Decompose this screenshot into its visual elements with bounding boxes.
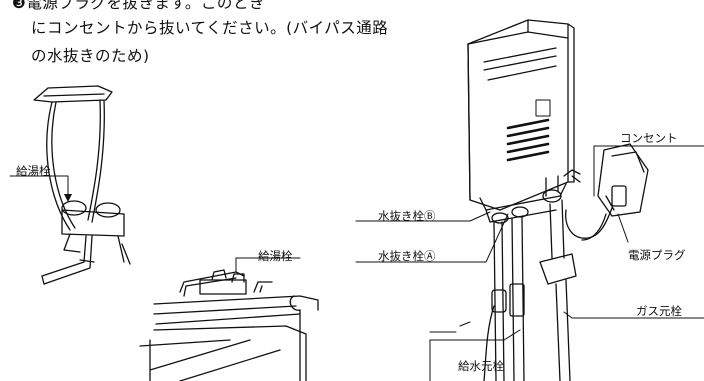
label-water-supply-valve: 給水元栓 [458,359,504,373]
outlet-plug-illustration [565,143,704,243]
label-gas-valve: ガス元栓 [636,304,682,318]
label-drain-plug-b: 水抜き栓Ⓑ [378,209,436,223]
instruction-line-3: の水抜きのため) [31,47,150,65]
instruction-line-2: にコンセントから抜いてください。(バイパス通路 [31,19,389,37]
label-drain-plug-a: 水抜き栓Ⓐ [378,249,436,263]
instruction-line-1: ❸電源プラグを抜きます。このとき [12,0,265,12]
leader-lines [355,211,704,381]
label-faucet-left: 給湯栓 [16,164,51,178]
wall-faucet-illustration [9,85,131,285]
water-heater-illustration [467,19,581,381]
label-outlet: コンセント [620,131,678,145]
kitchen-sink-illustration [139,257,319,381]
label-power-plug: 電源プラグ [628,248,686,262]
label-faucet-sink: 給湯栓 [258,249,293,263]
